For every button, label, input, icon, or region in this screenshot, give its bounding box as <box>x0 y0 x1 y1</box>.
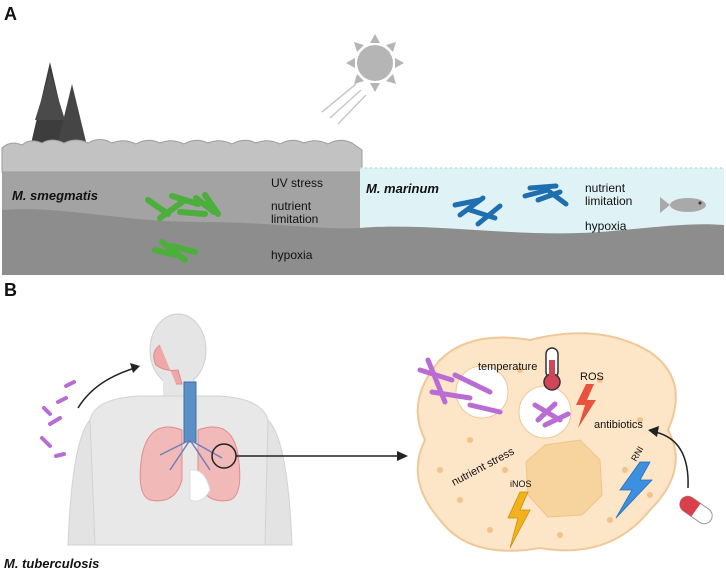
panel-b-label: B <box>4 280 17 300</box>
antibiotic-arrow <box>648 426 689 489</box>
thermometer-icon <box>543 347 561 391</box>
inos-lightning-icon <box>507 491 531 549</box>
soil-stress-hypoxia: hypoxia <box>271 248 313 262</box>
smegmatis-label: M. smegmatis <box>12 188 98 203</box>
human-body <box>67 313 293 546</box>
ros-lightning-icon <box>576 384 596 428</box>
stress-temperature: temperature <box>478 361 537 373</box>
marinum-label: M. marinum <box>366 181 439 196</box>
fish-icon <box>660 197 706 213</box>
soil-stress-nutrient: nutrient <box>271 199 312 213</box>
soil-stress-uv: UV stress <box>271 176 323 190</box>
stress-antibiotics: antibiotics <box>594 419 643 431</box>
pill-icon <box>679 495 713 525</box>
smegmatis-bacteria <box>145 192 221 263</box>
soil-stress-limitation: limitation <box>271 212 318 226</box>
water-stress-limitation: limitation <box>585 194 632 208</box>
tuberculosis-bacteria-airborne <box>40 380 76 458</box>
rni-lightning-icon <box>615 461 653 519</box>
water-block <box>360 167 724 275</box>
panel-a-label: A <box>4 4 17 24</box>
tuberculosis-label: M. tuberculosis <box>4 556 99 571</box>
stress-inos: iNOS <box>510 479 532 489</box>
water-stress-hypoxia: hypoxia <box>585 219 627 233</box>
stress-ros: ROS <box>580 371 604 383</box>
water-stress-nutrient: nutrient <box>585 181 626 195</box>
zoom-arrow <box>211 443 408 469</box>
sun-icon <box>321 34 404 125</box>
tuberculosis-bacteria-intracellular <box>417 357 571 428</box>
marinum-bacteria <box>452 183 569 227</box>
inhalation-arrow <box>77 363 140 409</box>
